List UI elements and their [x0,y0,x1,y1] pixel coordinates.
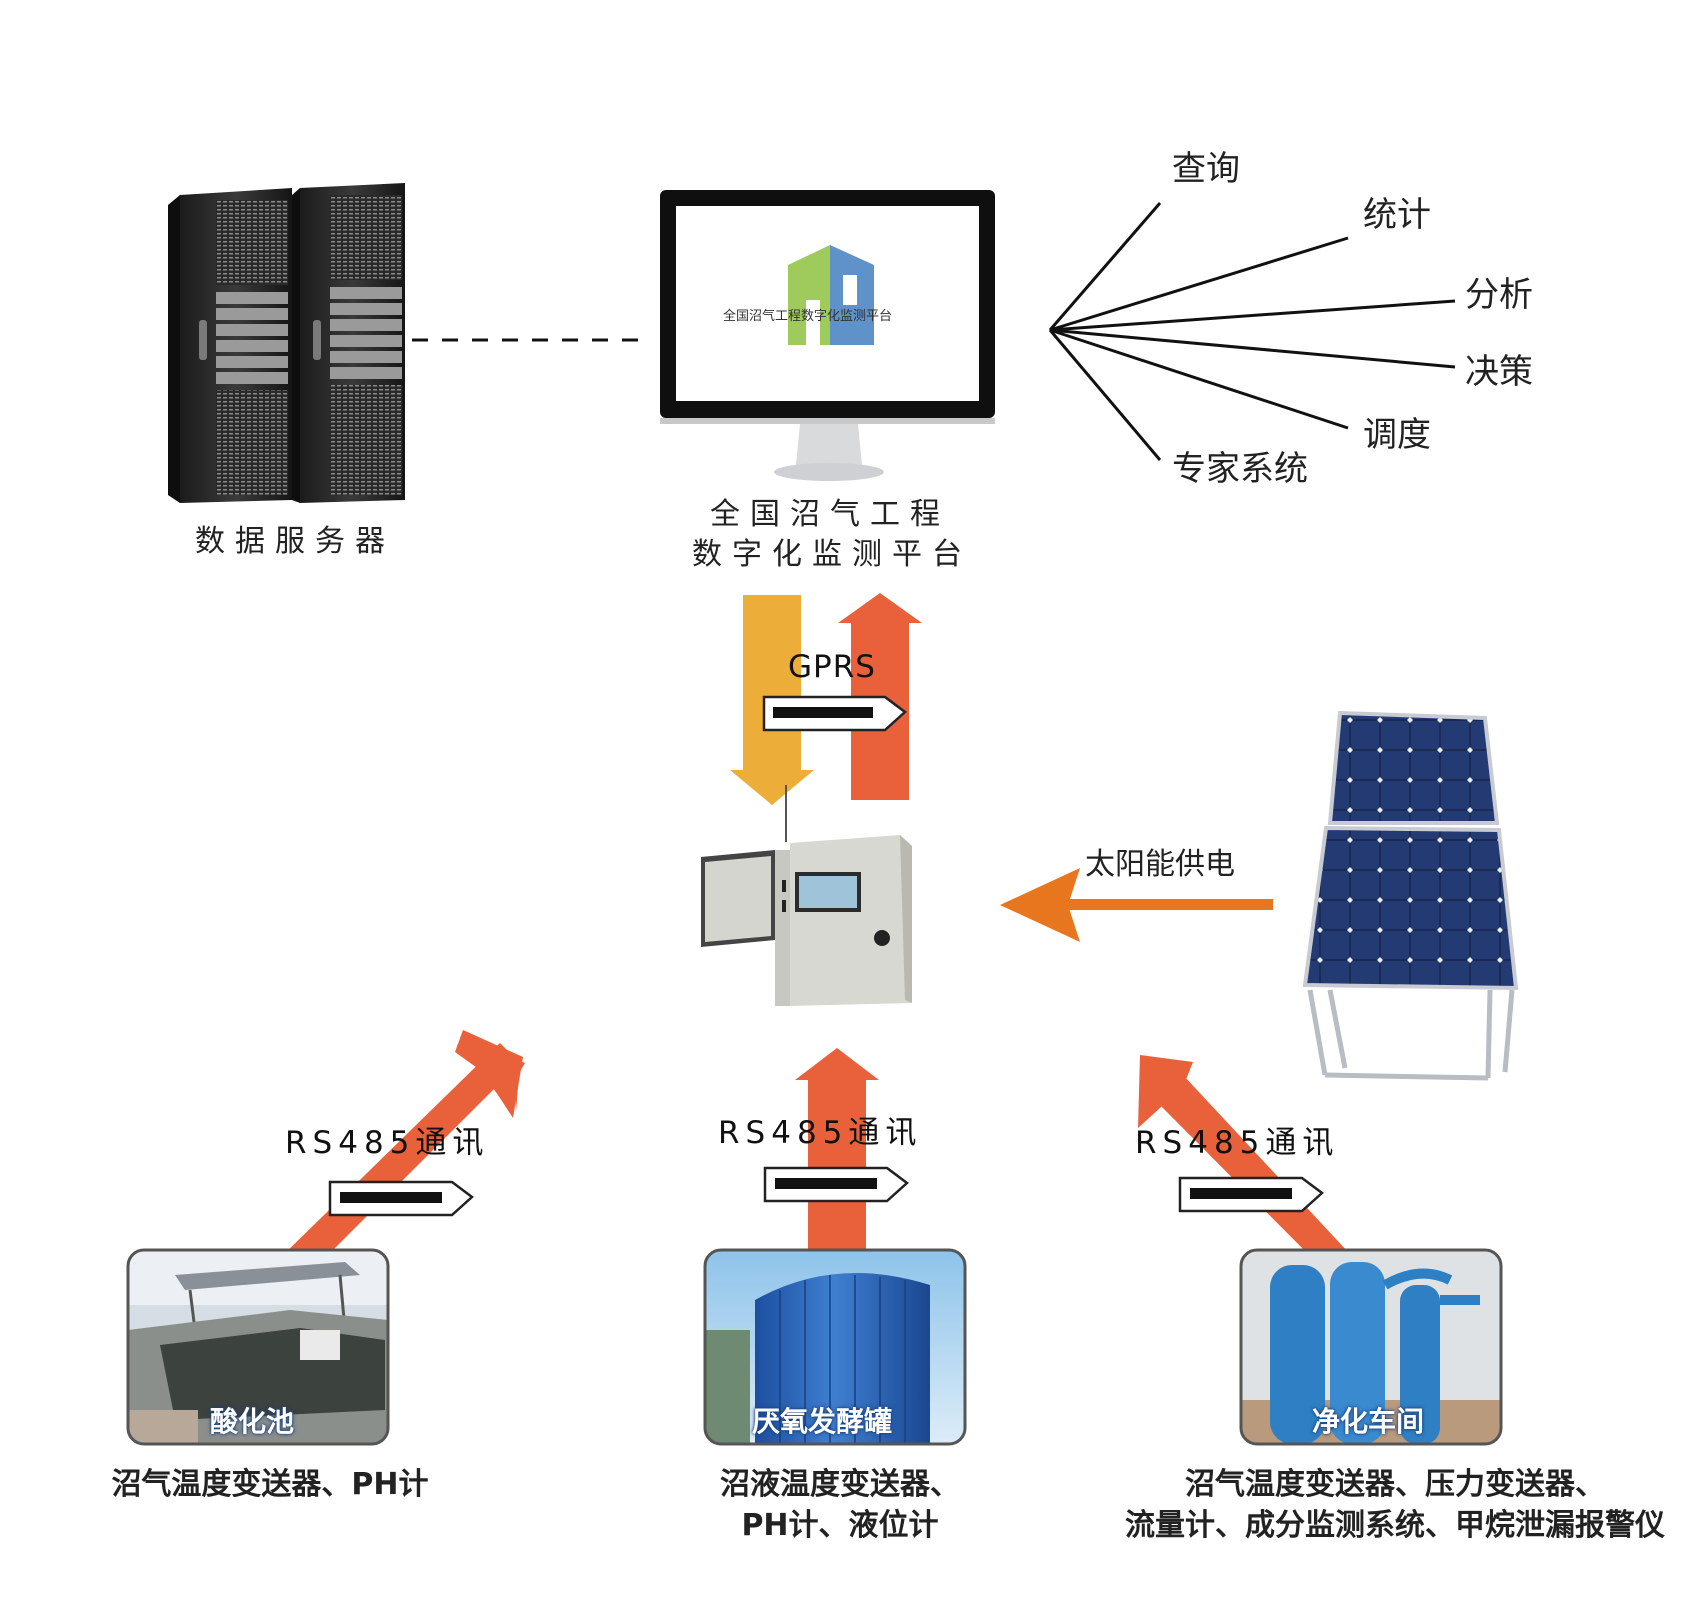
function-expert-system: 专家系统 [1172,449,1308,489]
rs485-left-modem-icon [328,1180,474,1217]
rs485-right-arrow [1138,1055,1363,1268]
rs485-mid-modem-icon [763,1166,909,1203]
platform-screen-title: 全国沼气工程数字化监测平台 [723,309,893,324]
site-digester-devices: 沼液温度变送器、 PH计、液位计 [690,1465,990,1546]
acidification-tank-photo [126,1248,390,1446]
platform-caption-line1: 全国沼气工程 [710,497,950,532]
monitor-icon [660,190,995,481]
anaerobic-digester-photo [703,1248,967,1446]
site-purification-name: 净化车间 [1312,1405,1425,1438]
control-cabinet-icon [701,785,912,1006]
rs485-left-arrowhead [455,1030,523,1118]
server-rack-icon [168,183,405,503]
site-purification-devices-line1: 沼气温度变送器、压力变送器、 [1185,1467,1605,1502]
purification-workshop-photo [1239,1248,1503,1446]
site-digester-name: 厌氧发酵罐 [752,1405,893,1438]
gprs-modem-icon [762,695,907,732]
rs485-left-label: RS485通讯 [285,1125,490,1161]
rs485-right-modem-icon [1178,1176,1324,1213]
site-purification-devices: 沼气温度变送器、压力变送器、 流量计、成分监测系统、甲烷泄漏报警仪 [1105,1465,1685,1546]
solar-power-label: 太阳能供电 [1085,847,1235,882]
function-fan [1048,202,1456,461]
rs485-mid-label: RS485通讯 [718,1115,923,1151]
site-purification-devices-line2: 流量计、成分监测系统、甲烷泄漏报警仪 [1125,1507,1665,1543]
platform-caption-line2: 数字化监测平台 [692,537,972,572]
function-decision: 决策 [1465,352,1533,392]
server-caption: 数据服务器 [195,524,395,559]
gprs-down-arrow [730,595,814,805]
site-acidification-devices: 沼气温度变送器、PH计 [100,1465,440,1506]
site-digester-devices-line2: PH计、液位计 [741,1507,939,1543]
platform-logo-icon [788,245,874,345]
solar-panel-icon [1302,710,1519,1081]
function-statistics: 统计 [1363,195,1431,235]
rs485-right-label: RS485通讯 [1135,1125,1340,1161]
function-query: 查询 [1172,149,1240,189]
site-acidification-name: 酸化池 [210,1405,295,1438]
site-acidification-devices-line1: 沼气温度变送器、PH计 [111,1467,429,1502]
solar-power-arrow [1000,868,1273,942]
gprs-label: GPRS [788,649,876,685]
site-digester-devices-line1: 沼液温度变送器、 [720,1467,960,1502]
function-dispatch: 调度 [1363,415,1431,455]
rs485-mid-arrow [795,1048,879,1253]
function-analysis: 分析 [1465,275,1533,315]
